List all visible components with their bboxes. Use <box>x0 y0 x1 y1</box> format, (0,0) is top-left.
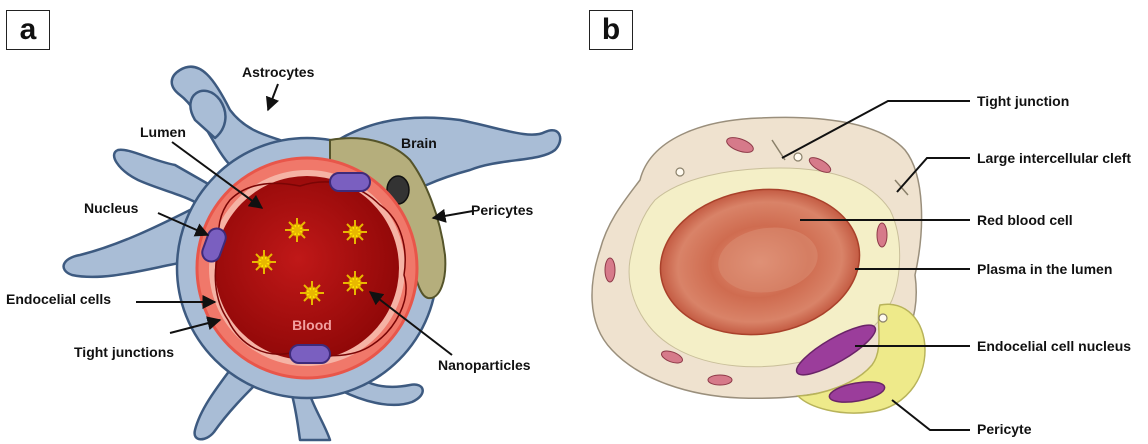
nucleus-bottom <box>290 345 330 363</box>
vesicle <box>676 168 684 176</box>
mitochondrion <box>605 258 615 282</box>
blood-label: Blood <box>292 317 332 333</box>
arrow-astrocytes <box>268 84 278 110</box>
nucleus-top <box>330 173 370 191</box>
panel-b-diagram: Tight junction Large intercellular cleft… <box>592 93 1131 437</box>
nanoparticles-label: Nanoparticles <box>438 357 531 373</box>
mitochondrion <box>877 223 887 247</box>
red-blood-cell-label: Red blood cell <box>977 212 1073 228</box>
tight-junctions-label: Tight junctions <box>74 344 174 360</box>
panel-a-diagram: Blood Astrocytes Lumen Brain Nucleus Per… <box>6 64 560 440</box>
pericyte-b-label: Pericyte <box>977 421 1032 437</box>
lumen-label: Lumen <box>140 124 186 140</box>
plasma-label: Plasma in the lumen <box>977 261 1112 277</box>
endo-nucleus-label: Endocelial cell nucleus <box>977 338 1131 354</box>
arrow-pericytes <box>433 211 473 218</box>
leader-pericyte <box>892 400 970 430</box>
endocelial-cells-label: Endocelial cells <box>6 291 111 307</box>
brain-label: Brain <box>401 135 437 151</box>
pericytes-label: Pericytes <box>471 202 533 218</box>
vesicle <box>879 314 887 322</box>
tight-junction-label: Tight junction <box>977 93 1069 109</box>
astrocytes-label: Astrocytes <box>242 64 315 80</box>
vesicle <box>794 153 802 161</box>
nucleus-label: Nucleus <box>84 200 139 216</box>
mitochondrion <box>708 375 732 385</box>
large-cleft-label: Large intercellular cleft <box>977 150 1131 166</box>
